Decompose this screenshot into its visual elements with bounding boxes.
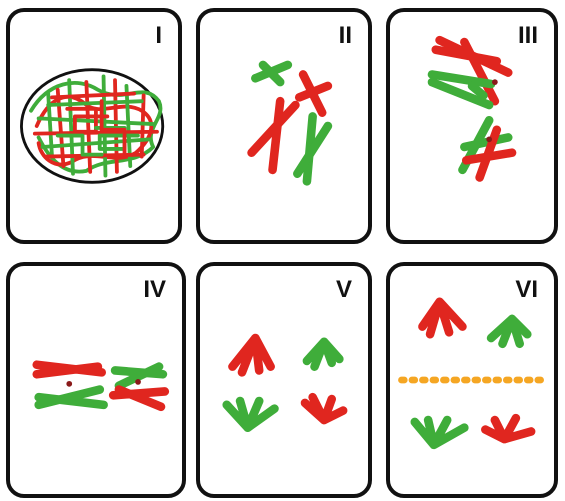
telophase-diagram <box>398 297 552 450</box>
panel-2: II <box>196 8 372 244</box>
chromosome-green-down <box>222 396 279 433</box>
anaphase-diagram <box>222 333 348 433</box>
chromosome-diagram <box>247 60 333 186</box>
synapsis-diagram <box>427 35 517 182</box>
bivalent-right <box>108 362 170 412</box>
chromosome-green-small <box>251 60 293 87</box>
panel-5: V <box>196 262 372 498</box>
panel-3-label: III <box>517 22 538 49</box>
panel-6: VI <box>386 262 558 498</box>
chromosome-red-down <box>300 392 348 425</box>
bivalent-small <box>458 115 517 182</box>
chromosome-green-up <box>302 337 344 371</box>
panel-5-label: V <box>335 276 352 303</box>
chromosome-red-large <box>247 96 300 175</box>
panel-1: I <box>6 8 182 244</box>
panel-2-label: II <box>338 22 352 49</box>
chromosome-green-large <box>293 112 333 186</box>
bivalent-large <box>427 35 513 110</box>
panel-6-label: VI <box>515 276 538 303</box>
panel-4: IV <box>6 262 186 498</box>
chromosome-red-bottom <box>481 413 536 444</box>
chromosome-green-bottom <box>410 415 469 450</box>
chromosome-green-top <box>486 314 532 349</box>
chromosome-red-top <box>418 297 467 339</box>
chromosome-red-small <box>294 70 333 117</box>
metaphase-diagram <box>32 360 170 412</box>
bivalent-left <box>32 360 108 410</box>
panel-3: III <box>386 8 558 244</box>
nucleus-diagram <box>20 68 165 184</box>
chromatin-tangle <box>29 74 163 178</box>
panel-4-label: IV <box>143 276 166 303</box>
chromosome-red-up <box>228 333 275 377</box>
panel-1-label: I <box>155 22 162 49</box>
